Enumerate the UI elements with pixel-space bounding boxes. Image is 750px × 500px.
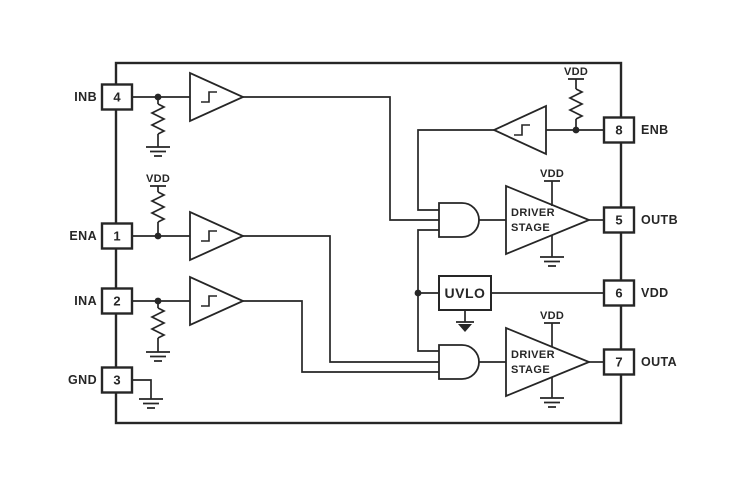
pin-label: VDD [641, 286, 669, 300]
schmitt-buffer-enb [491, 104, 547, 156]
enb-junction-dot [572, 126, 580, 134]
pin-3-gnd: 3 GND [68, 366, 134, 394]
pin-number: 3 [113, 373, 120, 388]
inb-junction-dot [154, 93, 162, 101]
buffer-triangle [491, 104, 547, 156]
pin-number: 5 [615, 213, 622, 228]
schmitt-buffer-ena [189, 210, 246, 262]
gnd-pin-ground-symbol [139, 398, 163, 409]
wire-gnd-pin [132, 379, 152, 399]
pin-box [602, 206, 636, 234]
pin-1-ena: 1 ENA [69, 222, 134, 250]
ina-junction-dot [154, 297, 162, 305]
pin-number: 4 [113, 90, 121, 105]
driver-stage-a: DRIVER STAGE VDD [505, 310, 592, 408]
pin-4-inb: 4 INB [74, 83, 134, 111]
driver-a-line2: STAGE [511, 364, 550, 376]
inb-pulldown-resistor [150, 103, 166, 135]
pin-label: GND [68, 373, 97, 387]
ina-ground-symbol [146, 351, 170, 362]
driver-b-line1: DRIVER [511, 207, 555, 219]
wire-ina-to-anda [243, 300, 439, 373]
enb-pullup-resistor [568, 88, 584, 120]
uvlo-ground-arrow [458, 324, 472, 332]
pin-box [602, 348, 636, 376]
pin-box [100, 83, 134, 111]
wire-uvlo-bus [417, 229, 439, 352]
driver-triangle [505, 184, 592, 256]
schmitt-symbol [201, 91, 217, 103]
pin-label: INB [74, 90, 97, 104]
ena-junction-dot [154, 232, 162, 240]
schmitt-symbol [201, 230, 217, 242]
pin-label: ENA [69, 229, 97, 243]
buffer-triangle [189, 275, 246, 327]
and-gate-b [438, 202, 480, 238]
pin-box [602, 279, 636, 307]
wire-inb-to-andb [243, 96, 439, 221]
schmitt-buffer-ina [189, 275, 246, 327]
driver-b-vdd-stub [544, 180, 560, 206]
enb-pullup: VDD [564, 66, 588, 134]
inb-ground-symbol [146, 146, 170, 157]
and-gate-a [438, 344, 480, 380]
ena-pullup: VDD [146, 173, 170, 240]
pin-label: INA [74, 294, 97, 308]
uvlo-gnd-stub [456, 310, 474, 323]
pin-8-enb: 8 ENB [602, 116, 669, 144]
pin-box [100, 287, 134, 315]
pin-number: 7 [615, 355, 622, 370]
uvlo-junction-dot [414, 289, 422, 297]
inb-pulldown [146, 93, 170, 157]
pin-6-vdd: 6 VDD [602, 279, 669, 307]
pin-7-outa: 7 OUTA [602, 348, 677, 376]
pin-number: 1 [113, 229, 120, 244]
driver-triangle [505, 326, 592, 398]
schmitt-symbol [201, 295, 217, 307]
ina-pulldown-resistor [150, 307, 166, 339]
buffer-triangle [189, 71, 246, 123]
wire-enb-to-andb [417, 129, 494, 211]
driver-a-vdd-label: VDD [540, 310, 564, 322]
enb-vdd-label: VDD [564, 66, 588, 78]
pin-number: 8 [615, 123, 622, 138]
pin-5-outb: 5 OUTB [602, 206, 678, 234]
ena-vdd-bar [150, 185, 166, 236]
pin-number: 6 [615, 286, 622, 301]
driver-b-line2: STAGE [511, 222, 550, 234]
pin-label: OUTB [641, 213, 678, 227]
uvlo-label: UVLO [445, 285, 486, 301]
pin-box [100, 222, 134, 250]
schmitt-buffer-inb [189, 71, 246, 123]
wire-ena-to-anda [243, 235, 439, 363]
driver-stage-b: DRIVER STAGE VDD [505, 168, 592, 267]
driver-b-ground-symbol [540, 256, 564, 267]
pin-box [602, 116, 636, 144]
pin-label: ENB [641, 123, 669, 137]
pin-2-ina: 2 INA [74, 287, 134, 315]
ina-pulldown [146, 297, 170, 362]
pin-number: 2 [113, 294, 120, 309]
schmitt-symbol [514, 124, 530, 136]
ena-vdd-label: VDD [146, 173, 170, 185]
pin-label: OUTA [641, 355, 677, 369]
driver-a-line1: DRIVER [511, 349, 555, 361]
pin-box [100, 366, 134, 394]
uvlo-block: UVLO [414, 275, 492, 332]
wires [132, 96, 604, 399]
buffer-triangle [189, 210, 246, 262]
driver-b-vdd-label: VDD [540, 168, 564, 180]
driver-a-ground-symbol [540, 397, 564, 408]
ena-pullup-resistor [150, 191, 166, 223]
driver-a-vdd-stub [544, 322, 560, 347]
